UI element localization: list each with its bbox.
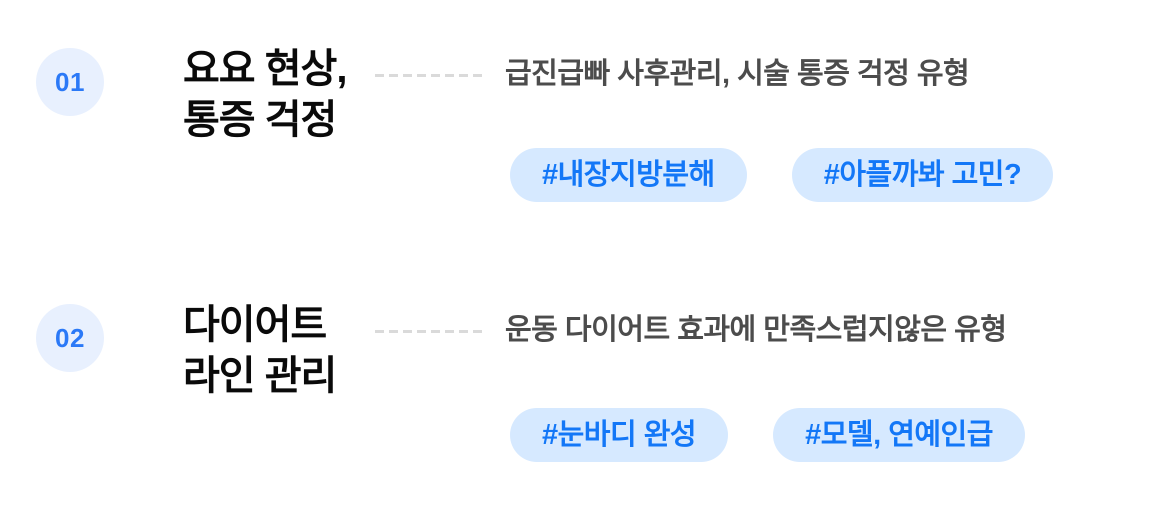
item-title-line2: 통증 걱정 — [183, 98, 337, 142]
tag-row-01: #내장지방분해 #아플까봐 고민? — [510, 148, 1054, 202]
badge-number-label: 01 — [55, 66, 85, 97]
list-item-02: 02 다이어트 라인 관리 운동 다이어트 효과에 만족스럽지않은 유형 #눈바… — [0, 303, 1153, 464]
hashtag-pill: #모델, 연예인급 — [773, 408, 1025, 462]
item-title-02: 다이어트 라인 관리 — [183, 300, 337, 402]
badge-number-label: 02 — [55, 322, 85, 353]
hashtag-pill: #아플까봐 고민? — [791, 148, 1054, 202]
item-title-line1: 다이어트 — [183, 303, 327, 347]
list-item-01: 01 요요 현상, 통증 걱정 급진급빠 사후관리, 시술 통증 걱정 유형 #… — [0, 47, 1153, 208]
dashed-connector-line — [375, 74, 485, 77]
item-description-02: 운동 다이어트 효과에 만족스럽지않은 유형 — [505, 314, 1007, 346]
number-badge-02: 02 — [36, 304, 104, 372]
item-title-line2: 라인 관리 — [183, 354, 337, 398]
item-title-01: 요요 현상, 통증 걱정 — [183, 44, 347, 146]
item-title-line1: 요요 현상, — [183, 47, 347, 91]
hashtag-pill: #내장지방분해 — [510, 148, 747, 202]
hashtag-pill: #눈바디 완성 — [510, 408, 729, 462]
dashed-connector-line — [375, 330, 485, 333]
tag-row-02: #눈바디 완성 #모델, 연예인급 — [510, 408, 1025, 462]
item-description-01: 급진급빠 사후관리, 시술 통증 걱정 유형 — [505, 58, 970, 90]
number-badge-01: 01 — [36, 48, 104, 116]
